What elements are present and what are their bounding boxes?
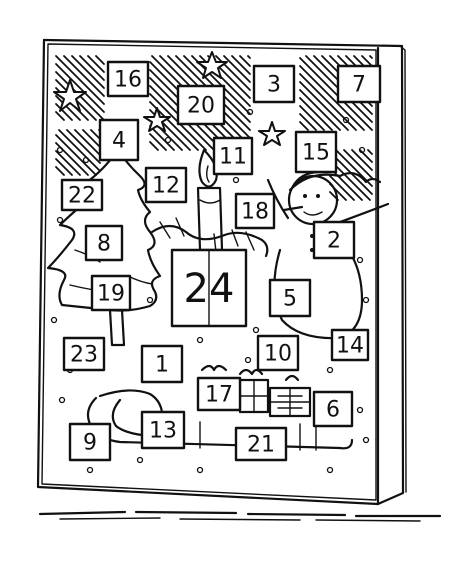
door-frame (234, 426, 288, 462)
advent-door-17[interactable]: 17 (196, 376, 242, 412)
door-frame (312, 220, 356, 260)
advent-door-8[interactable]: 8 (84, 224, 124, 262)
advent-door-5[interactable]: 5 (268, 278, 312, 318)
door-number: 10 (264, 342, 292, 367)
door-number: 21 (247, 433, 275, 458)
door-frame (140, 344, 184, 384)
advent-door-14[interactable]: 14 (330, 328, 370, 362)
door-frame (84, 224, 124, 262)
door-number: 2 (327, 229, 341, 254)
advent-door-10[interactable]: 10 (256, 334, 300, 372)
advent-door-22[interactable]: 22 (60, 178, 104, 212)
advent-door-6[interactable]: 6 (312, 390, 354, 428)
door-number: 23 (70, 343, 98, 368)
advent-door-12[interactable]: 12 (144, 166, 188, 204)
door-frame (252, 64, 296, 104)
door-number: 22 (68, 184, 96, 209)
advent-door-19[interactable]: 19 (90, 274, 132, 312)
door-frame (176, 84, 226, 126)
advent-door-23[interactable]: 23 (62, 336, 106, 372)
calendar-board (36, 38, 407, 506)
door-number: 16 (114, 68, 142, 93)
door-frame (330, 328, 370, 362)
advent-door-21[interactable]: 21 (234, 426, 288, 462)
door-frame (60, 178, 104, 212)
door-number: 7 (352, 73, 366, 98)
door-number: 15 (302, 141, 330, 166)
advent-doors: 16 20 3 7 4 11 15 22 12 18 2 8 24 19 5 23 1 10 14 17 6 9 13 21 (60, 60, 382, 462)
advent-door-4[interactable]: 4 (98, 118, 140, 162)
door-frame (106, 60, 150, 98)
door-frame (234, 192, 276, 230)
advent-door-9[interactable]: 9 (68, 422, 112, 462)
advent-door-16[interactable]: 16 (106, 60, 150, 98)
door-frame (294, 130, 338, 174)
door-number: 18 (241, 200, 269, 225)
door-frame (90, 274, 132, 312)
door-number: 11 (219, 145, 247, 170)
door-frame (312, 390, 354, 428)
door-frame (140, 410, 186, 450)
door-number: 9 (83, 431, 97, 456)
door-number: 3 (267, 73, 281, 98)
door-frame (268, 278, 312, 318)
door-frame (98, 118, 140, 162)
door-number: 17 (205, 383, 233, 408)
advent-door-24[interactable]: 24 (170, 248, 248, 328)
advent-door-20[interactable]: 20 (176, 84, 226, 126)
door-number: 20 (187, 94, 215, 119)
star-icon (143, 107, 171, 132)
door-frame (256, 334, 300, 372)
door-frame (62, 336, 106, 372)
door-number: 24 (184, 266, 235, 312)
advent-door-3[interactable]: 3 (252, 64, 296, 104)
advent-door-13[interactable]: 13 (140, 410, 186, 450)
garland (150, 217, 269, 258)
advent-door-11[interactable]: 11 (212, 136, 254, 176)
advent-door-18[interactable]: 18 (234, 192, 276, 230)
door-number: 12 (152, 174, 180, 199)
advent-door-15[interactable]: 15 (294, 130, 338, 174)
door-number: 5 (283, 287, 297, 312)
door-frame (144, 166, 188, 204)
door-frame (212, 136, 254, 176)
door-frame (196, 376, 242, 412)
advent-door-7[interactable]: 7 (336, 64, 382, 104)
door-number: 6 (326, 398, 340, 423)
advent-door-2[interactable]: 2 (312, 220, 356, 260)
star-icon (53, 79, 87, 112)
star-icons (53, 51, 286, 146)
advent-door-1[interactable]: 1 (140, 344, 184, 384)
door-frame (68, 422, 112, 462)
door-number: 8 (97, 232, 111, 257)
star-icon (196, 51, 228, 79)
ground-shadow (38, 510, 442, 522)
door-number: 19 (97, 282, 125, 307)
door-number: 4 (112, 129, 126, 154)
door-number: 1 (155, 353, 169, 378)
snow-dots (50, 108, 370, 474)
star-icon (258, 121, 286, 146)
door-frame (336, 64, 382, 104)
door-number: 13 (149, 419, 177, 444)
door-number: 14 (336, 334, 364, 359)
